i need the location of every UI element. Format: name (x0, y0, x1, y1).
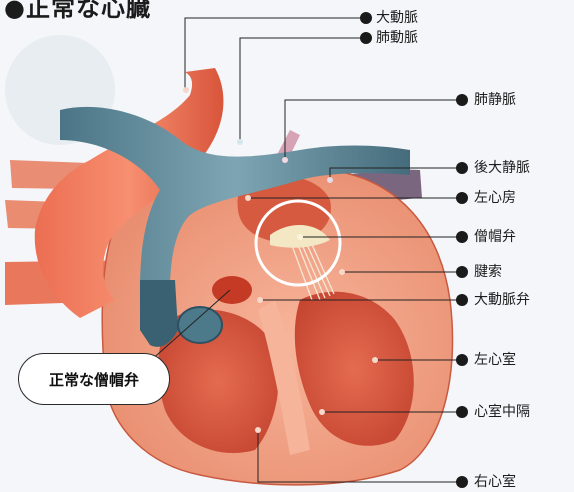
label-aortic-valve: 大動脈弁 (474, 292, 530, 308)
pulmonary-artery-end (140, 280, 178, 347)
label-septum: 心室中隔 (474, 404, 530, 420)
label-aorta: 大動脈 (376, 10, 418, 26)
label-left-ventricle: 左心室 (474, 352, 516, 368)
label-vena-cava: 後大静脈 (474, 160, 530, 176)
aortic-valve-shape (212, 276, 252, 304)
callout-normal-mitral-valve: 正常な僧帽弁 (18, 353, 170, 405)
label-pulmonary-vein: 肺静脈 (474, 92, 516, 108)
label-chordae: 腱索 (474, 264, 502, 280)
label-left-atrium: 左心房 (474, 190, 516, 206)
pulmonary-artery-opening (178, 307, 222, 343)
label-mitral-valve: 僧帽弁 (474, 229, 516, 245)
label-right-ventricle: 右心室 (474, 474, 516, 490)
label-pulmonary-artery: 肺動脈 (376, 30, 418, 46)
